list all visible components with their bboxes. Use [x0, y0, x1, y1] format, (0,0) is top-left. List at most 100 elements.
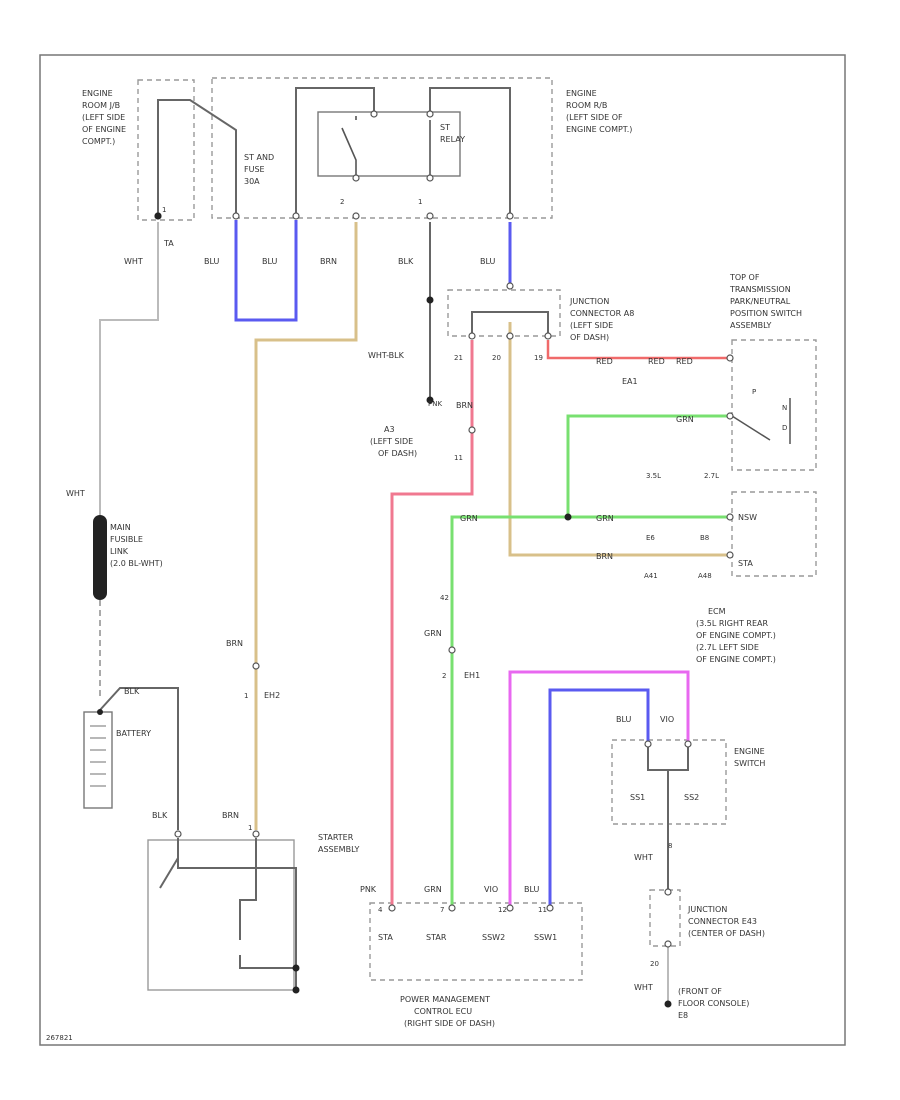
wht-wire-fusible — [99, 222, 159, 515]
fuse-internal-wire — [157, 99, 237, 218]
svg-text:JUNCTION: JUNCTION — [569, 297, 609, 306]
engine-room-rb-box — [211, 77, 553, 219]
st-relay-box — [317, 111, 461, 177]
red-wire-switch — [546, 340, 730, 360]
engine-room-jb-box — [137, 79, 195, 221]
svg-text:BLK: BLK — [152, 811, 168, 820]
svg-text:(LEFT SIDE OF: (LEFT SIDE OF — [566, 113, 623, 122]
svg-text:RED: RED — [596, 357, 613, 366]
junction-connector-a8-label: JUNCTION CONNECTOR A8 (LEFT SIDE OF DASH… — [569, 297, 634, 342]
svg-text:D: D — [782, 424, 787, 432]
svg-text:BRN: BRN — [596, 552, 613, 561]
svg-text:STAR: STAR — [426, 933, 447, 942]
svg-text:LINK: LINK — [110, 547, 129, 556]
svg-text:SSW1: SSW1 — [534, 933, 557, 942]
svg-text:(LEFT SIDE: (LEFT SIDE — [82, 113, 125, 122]
svg-text:11: 11 — [538, 906, 547, 914]
vio-wire-ss2 — [508, 670, 690, 905]
terminals — [97, 110, 734, 1008]
svg-text:(LEFT SIDE: (LEFT SIDE — [570, 321, 613, 330]
svg-text:E6: E6 — [646, 534, 655, 542]
st-relay-label: ST RELAY — [440, 123, 465, 144]
svg-text:GRN: GRN — [424, 885, 442, 894]
svg-text:MAIN: MAIN — [110, 523, 131, 532]
blu-wire-fuse — [234, 220, 298, 322]
svg-text:20: 20 — [492, 354, 501, 362]
blu-wire-ss1 — [548, 688, 650, 905]
svg-text:B8: B8 — [700, 534, 709, 542]
svg-text:ASSEMBLY: ASSEMBLY — [318, 845, 359, 854]
svg-text:BLU: BLU — [262, 257, 278, 266]
svg-text:OF DASH): OF DASH) — [570, 333, 609, 342]
svg-text:PNK: PNK — [428, 400, 442, 408]
svg-text:EA1: EA1 — [622, 377, 638, 386]
pnk-wire-sta — [390, 340, 474, 905]
svg-text:ROOM J/B: ROOM J/B — [82, 101, 120, 110]
svg-text:POSITION SWITCH: POSITION SWITCH — [730, 309, 802, 318]
svg-text:GRN: GRN — [676, 415, 694, 424]
svg-text:RED: RED — [648, 357, 665, 366]
svg-text:TOP OF: TOP OF — [729, 273, 760, 282]
svg-text:SS2: SS2 — [684, 793, 699, 802]
svg-text:8: 8 — [668, 842, 672, 850]
svg-text:(LEFT SIDE: (LEFT SIDE — [370, 437, 413, 446]
svg-text:1: 1 — [162, 206, 166, 214]
footer-id: 267821 — [46, 1034, 73, 1042]
svg-text:2: 2 — [442, 672, 446, 680]
svg-text:ROOM R/B: ROOM R/B — [566, 101, 607, 110]
svg-text:GRN: GRN — [596, 514, 614, 523]
engine-switch-label: ENGINE SWITCH — [734, 747, 765, 768]
svg-text:CONNECTOR E43: CONNECTOR E43 — [688, 917, 757, 926]
svg-text:WHT: WHT — [66, 489, 85, 498]
starter-internal — [159, 838, 297, 990]
svg-text:OF ENGINE COMPT.): OF ENGINE COMPT.) — [696, 655, 776, 664]
junction-connector-e43-label: JUNCTION CONNECTOR E43 (CENTER OF DASH) — [687, 905, 765, 938]
main-fusible-link-label: MAIN FUSIBLE LINK (2.0 BL-WHT) — [110, 523, 163, 568]
ecm-label: ECM (3.5L RIGHT REAR OF ENGINE COMPT.) (… — [696, 607, 776, 664]
svg-text:11: 11 — [454, 454, 463, 462]
svg-text:ECM: ECM — [708, 607, 726, 616]
svg-text:BLU: BLU — [204, 257, 220, 266]
engine-switch-pin-labels: SS1 SS2 — [630, 793, 699, 802]
ecm-pin-labels: NSW STA — [738, 513, 757, 568]
svg-text:EH2: EH2 — [264, 691, 280, 700]
svg-text:30A: 30A — [244, 177, 260, 186]
grn-wire-switch — [566, 414, 730, 517]
battery-pos-wire — [99, 687, 179, 830]
svg-text:TRANSMISSION: TRANSMISSION — [729, 285, 791, 294]
svg-text:ST AND: ST AND — [244, 153, 274, 162]
svg-text:OF ENGINE COMPT.): OF ENGINE COMPT.) — [696, 631, 776, 640]
pin-numbers: 1 2 1 21 20 19 P N D 3.5L 2.7L E6 B8 A41… — [162, 198, 787, 968]
svg-text:ENGINE COMPT.): ENGINE COMPT.) — [566, 125, 632, 134]
svg-text:SSW2: SSW2 — [482, 933, 505, 942]
engine-room-rb-label: ENGINE ROOM R/B (LEFT SIDE OF ENGINE COM… — [566, 89, 632, 134]
park-neutral-switch-contacts — [731, 398, 791, 444]
svg-text:2.7L: 2.7L — [704, 472, 719, 480]
junction-connector-a8-box — [447, 289, 561, 337]
svg-text:ENGINE: ENGINE — [82, 89, 113, 98]
svg-text:VIO: VIO — [660, 715, 674, 724]
svg-text:1: 1 — [248, 824, 252, 832]
pm-ecu-pin-labels: STA STAR SSW2 SSW1 — [378, 933, 557, 942]
svg-text:POWER MANAGEMENT: POWER MANAGEMENT — [400, 995, 490, 1004]
svg-text:GRN: GRN — [424, 629, 442, 638]
svg-text:RED: RED — [676, 357, 693, 366]
svg-text:A3: A3 — [384, 425, 395, 434]
svg-text:BLK: BLK — [398, 257, 414, 266]
battery-body — [83, 711, 113, 809]
st-relay-switch — [341, 116, 357, 176]
battery-cells — [90, 725, 106, 787]
svg-text:7: 7 — [440, 906, 444, 914]
ground-e8-label: (FRONT OF FLOOR CONSOLE) E8 — [678, 987, 749, 1020]
pm-ecu-label: POWER MANAGEMENT CONTROL ECU (RIGHT SIDE… — [400, 995, 495, 1028]
fuse-to-relay-wire — [295, 87, 375, 218]
svg-text:WHT: WHT — [634, 983, 653, 992]
svg-text:(3.5L RIGHT REAR: (3.5L RIGHT REAR — [696, 619, 768, 628]
engine-room-jb-label: ENGINE ROOM J/B (LEFT SIDE OF ENGINE COM… — [82, 89, 126, 146]
svg-text:ASSEMBLY: ASSEMBLY — [730, 321, 771, 330]
svg-text:21: 21 — [454, 354, 463, 362]
svg-text:BRN: BRN — [226, 639, 243, 648]
a3-connector-label: A3 (LEFT SIDE OF DASH) — [370, 425, 417, 458]
svg-text:FUSIBLE: FUSIBLE — [110, 535, 143, 544]
svg-text:WHT-BLK: WHT-BLK — [368, 351, 405, 360]
